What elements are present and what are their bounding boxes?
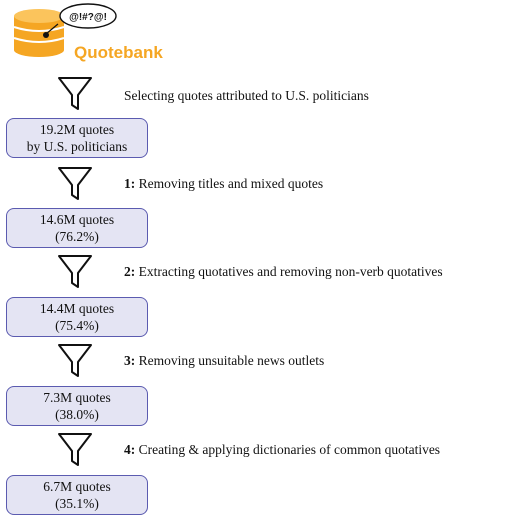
step-select-politicians: Selecting quotes attributed to U.S. poli… xyxy=(124,88,369,103)
step-text: Extracting quotatives and removing non-v… xyxy=(135,264,443,279)
count-box: 6.7M quotes (35.1%) xyxy=(6,475,148,515)
count-box-line2: (38.0%) xyxy=(55,407,99,422)
step-number: 2: xyxy=(124,264,136,279)
step-3: 3: Removing unsuitable news outlets xyxy=(124,353,324,369)
filter-funnel-icon xyxy=(58,167,92,200)
bubble-text: @!#?@! xyxy=(69,12,107,23)
step-number: 4: xyxy=(124,442,136,457)
database-icon xyxy=(13,9,65,57)
count-box-line1: 7.3M quotes xyxy=(43,390,111,405)
filter-funnel-icon xyxy=(58,255,92,288)
filter-funnel-icon xyxy=(58,433,92,466)
quotebank-logo: @!#?@! Quotebank xyxy=(13,3,163,62)
count-box: 19.2M quotes by U.S. politicians xyxy=(6,118,148,158)
speech-bubble-icon: @!#?@! xyxy=(43,3,117,38)
count-box: 14.4M quotes (75.4%) xyxy=(6,297,148,337)
count-box-line1: 19.2M quotes xyxy=(39,122,115,137)
count-box-line1: 6.7M quotes xyxy=(43,479,111,494)
step-text: Removing unsuitable news outlets xyxy=(135,353,325,368)
step-text: Creating & applying dictionaries of comm… xyxy=(135,442,441,457)
count-box-line2: (75.4%) xyxy=(55,318,99,333)
count-box-line2: (35.1%) xyxy=(55,496,99,511)
filter-funnel-icon xyxy=(58,344,92,377)
step-1: 1: Removing titles and mixed quotes xyxy=(124,176,323,192)
step-text: Removing titles and mixed quotes xyxy=(135,176,324,191)
count-box: 7.3M quotes (38.0%) xyxy=(6,386,148,426)
count-box-line1: 14.4M quotes xyxy=(39,301,115,316)
filter-funnel-icon xyxy=(58,77,92,110)
step-2: 2: Extracting quotatives and removing no… xyxy=(124,264,443,280)
logo-wordmark: Quotebank xyxy=(74,43,163,62)
count-box-line1: 14.6M quotes xyxy=(39,212,115,227)
step-4: 4: Creating & applying dictionaries of c… xyxy=(124,442,440,458)
count-box: 14.6M quotes (76.2%) xyxy=(6,208,148,248)
count-box-line2: (76.2%) xyxy=(55,229,99,244)
count-box-line2: by U.S. politicians xyxy=(26,139,128,154)
step-number: 3: xyxy=(124,353,136,368)
step-number: 1: xyxy=(124,176,136,191)
